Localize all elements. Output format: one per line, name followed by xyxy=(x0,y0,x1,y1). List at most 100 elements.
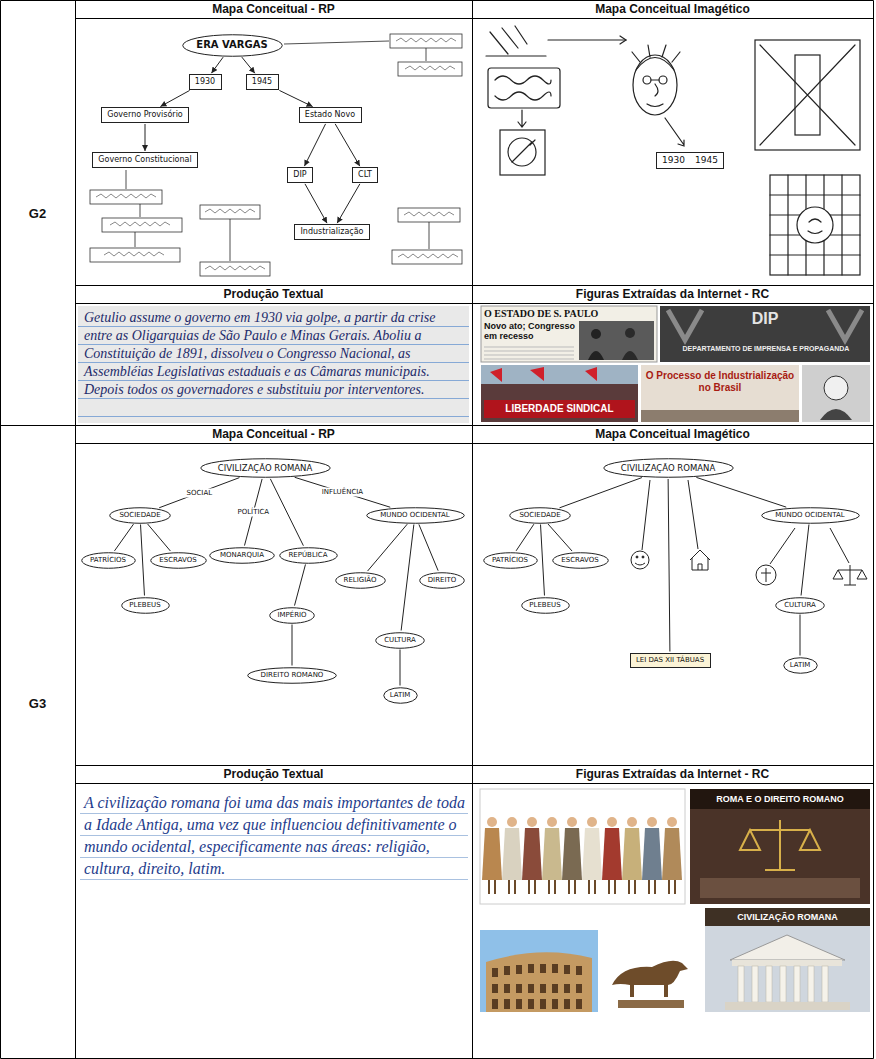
scribble-boxes xyxy=(90,34,462,276)
table-header-box: Figuras Extraídas da Internet - RC xyxy=(472,765,873,783)
concept-ellipse: SOCIEDADE xyxy=(109,507,171,524)
node-text: 1930 xyxy=(662,155,685,166)
lined-paper xyxy=(78,306,469,423)
temple-slide xyxy=(705,908,870,1012)
concept-ellipse: MUNDO OCIDENTAL xyxy=(761,507,860,524)
banner-text-box: LIBERDADE SINDICAL xyxy=(484,401,635,417)
connector xyxy=(337,184,360,223)
newspaper-photo xyxy=(481,306,657,362)
ellipse-outline xyxy=(110,507,171,523)
node-text: LATIM xyxy=(790,661,811,669)
node-text: ERA VARGAS xyxy=(196,39,267,51)
connector xyxy=(279,90,312,106)
connector xyxy=(304,124,325,166)
connector xyxy=(559,478,641,508)
edge-label: INFLUÊNCIA xyxy=(320,488,365,497)
slide-title-box: O Processo de Industrialização no Brasil xyxy=(645,370,795,394)
node-text: PLEBEUS xyxy=(529,601,560,609)
connector xyxy=(114,524,133,551)
connector xyxy=(335,124,360,166)
union-photo xyxy=(481,365,638,422)
connector xyxy=(800,615,801,656)
concept-ellipse: CULTURA xyxy=(775,597,825,614)
node-text: PATRÍCIOS xyxy=(90,556,126,564)
table-header: Mapa Conceitual Imagético xyxy=(472,0,873,18)
concept-ellipse: ESCRAVOS xyxy=(552,552,609,569)
connector xyxy=(516,524,534,551)
date-box: 1945 xyxy=(246,74,279,90)
concept-box: Estado Novo xyxy=(299,107,362,123)
concept-ellipse: LATIM xyxy=(383,687,418,704)
connector xyxy=(160,90,189,106)
colosseum-photo xyxy=(480,930,598,1012)
connector xyxy=(696,477,786,507)
node-text: SOCIEDADE xyxy=(119,511,160,519)
node-text: MONARQUIA xyxy=(220,551,264,559)
map-icons xyxy=(631,480,867,585)
ellipse-outline xyxy=(483,552,537,568)
date-box: 1930 xyxy=(189,74,222,90)
connector xyxy=(668,479,670,652)
dip-photo xyxy=(660,306,870,362)
table-header-box: Produção Textual xyxy=(75,765,472,783)
concept-ellipse: DIREITO xyxy=(419,572,465,589)
connector xyxy=(295,477,391,507)
newspaper-masthead-box: O ESTADO DE S. PAULO xyxy=(484,308,654,320)
handwritten-text: A civilização romana foi uma das mais im… xyxy=(84,792,466,880)
node-text: PATRÍCIOS xyxy=(492,556,528,564)
connector xyxy=(305,184,327,223)
node-text: Governo Constitucional xyxy=(98,155,191,165)
node-text: CLT xyxy=(358,170,372,180)
map-root: CIVILIZAÇÃO ROMANA xyxy=(200,458,331,478)
ellipse-outline xyxy=(552,552,608,568)
concept-box: Governo Provisório xyxy=(101,107,189,123)
ellipse-outline xyxy=(420,572,465,588)
connector xyxy=(145,124,146,151)
connector xyxy=(400,650,401,686)
connector xyxy=(548,524,572,551)
concept-ellipse: PLEBEUS xyxy=(521,597,570,614)
image-caption: DEPARTAMENTO DE IMPRENSA E PROPAGANDA xyxy=(664,344,868,354)
wolf-statue-photo xyxy=(602,945,700,1012)
table-header: Mapa Conceitual - RP xyxy=(75,425,472,443)
ellipse-outline xyxy=(376,632,425,648)
node-text: REPÚBLICA xyxy=(288,551,327,559)
node-text: Industrialização xyxy=(300,227,363,237)
connector xyxy=(368,524,408,571)
ellipse-outline xyxy=(761,507,859,523)
ellipse-outline xyxy=(270,607,315,623)
connector xyxy=(211,57,223,73)
ellipse-outline xyxy=(81,552,135,568)
table-header-box: Produção Textual xyxy=(75,285,472,303)
image-title: DIP xyxy=(710,309,820,329)
node-text: Estado Novo xyxy=(305,110,355,120)
concept-ellipse: SOCIEDADE xyxy=(509,507,571,524)
parchment-box: LEI DAS XII TÁBUAS xyxy=(630,653,711,668)
slide-title: CIVILIZAÇÃO ROMANA xyxy=(709,910,866,924)
ellipse-outline xyxy=(335,572,385,588)
connector xyxy=(141,524,145,595)
concept-ellipse: RELIGIÃO xyxy=(335,572,386,589)
image-caption-box: DEPARTAMENTO DE IMPRENSA E PROPAGANDA xyxy=(664,344,868,354)
node-text: MUNDO OCIDENTAL xyxy=(775,511,844,519)
ellipse-outline xyxy=(776,597,825,613)
node-text: RELIGIÃO xyxy=(344,576,377,584)
handwritten-text-box: Getulio assume o governo em 1930 via gol… xyxy=(84,309,466,399)
edge-label-box: INFLUÊNCIA xyxy=(320,488,365,497)
newspaper-headline: Novo ato; Congresso em recesso xyxy=(484,321,576,341)
connector xyxy=(295,564,306,605)
concept-ellipse: MONARQUIA xyxy=(209,547,275,564)
concept-ellipse: ESCRAVOS xyxy=(150,552,207,569)
table-header: Produção Textual xyxy=(75,285,472,303)
node-text: PLEBEUS xyxy=(129,601,160,609)
concept-ellipse: REPÚBLICA xyxy=(279,547,338,564)
industry-slide xyxy=(641,365,799,422)
table-header-box: Figuras Extraídas da Internet - RC xyxy=(472,285,873,303)
node-text: DIP xyxy=(293,170,306,180)
edge-label-box: POLÍTICA xyxy=(235,508,271,517)
concept-ellipse: PATRÍCIOS xyxy=(81,552,136,569)
group-label: G3 xyxy=(0,695,75,713)
connector xyxy=(401,524,414,630)
